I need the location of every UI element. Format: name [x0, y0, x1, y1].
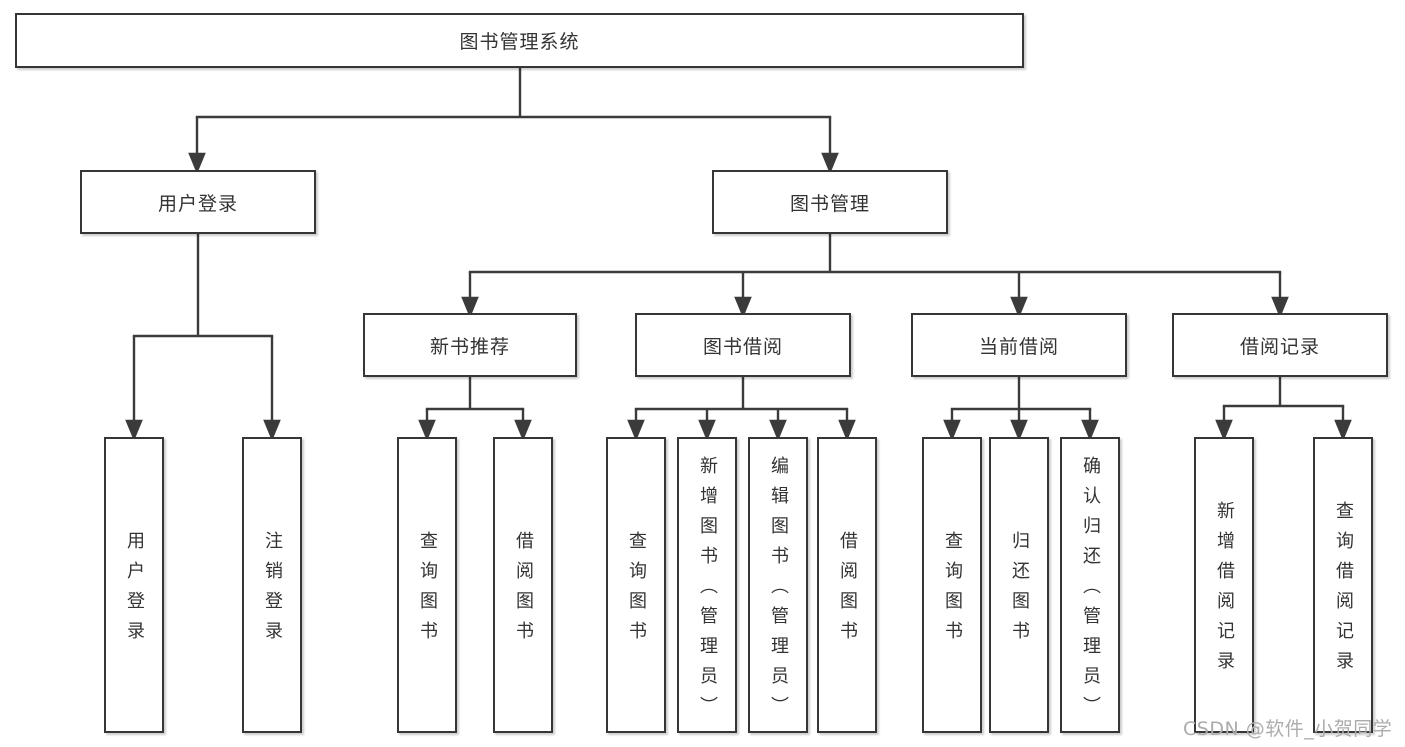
- arrow-down-icon: [734, 272, 752, 319]
- connector-book-management: [468, 232, 1282, 274]
- leaf-current-return-book: 归还图书: [989, 437, 1049, 733]
- leaf-borrow-query-book: 查询图书: [606, 437, 666, 733]
- arrow-down-icon: [1271, 272, 1289, 319]
- node-current-borrow: 当前借阅: [911, 313, 1127, 377]
- leaf-records-query-record-label: 查询借阅记录: [1333, 501, 1354, 681]
- arrow-down-icon: [1081, 409, 1099, 442]
- leaf-logout: 注销登录: [242, 437, 302, 733]
- leaf-newbook-query-book: 查询图书: [397, 437, 457, 733]
- connector-book-borrow: [634, 375, 849, 411]
- arrow-down-icon: [838, 409, 856, 442]
- connector-borrow-records: [1222, 375, 1345, 408]
- node-user-login-group: 用户登录: [80, 170, 316, 234]
- arrow-down-icon: [188, 117, 206, 175]
- leaf-borrow-borrow-book: 借阅图书: [817, 437, 877, 733]
- node-book-management: 图书管理: [712, 170, 948, 234]
- arrow-down-icon: [1010, 272, 1028, 319]
- leaf-newbook-query-book-label: 查询图书: [417, 531, 438, 651]
- leaf-borrow-add-book-admin: 新增图书（管理员）: [677, 437, 737, 733]
- arrow-down-icon: [263, 336, 281, 442]
- leaf-records-add-record: 新增借阅记录: [1194, 437, 1254, 733]
- arrow-down-icon: [1215, 406, 1233, 442]
- csdn-watermark: CSDN @软件_小贺同学: [1183, 718, 1393, 740]
- node-new-book-recommend: 新书推荐: [363, 313, 577, 377]
- node-root-label: 图书管理系统: [459, 31, 580, 53]
- connector-user-login-group: [132, 232, 274, 338]
- leaf-records-add-record-label: 新增借阅记录: [1214, 501, 1235, 681]
- node-book-borrow: 图书借阅: [635, 313, 851, 377]
- arrow-down-icon: [1334, 406, 1352, 442]
- node-book-management-label: 图书管理: [789, 192, 870, 215]
- node-current-borrow-label: 当前借阅: [978, 335, 1059, 358]
- leaf-current-confirm-return-admin: 确认归还（管理员）: [1060, 437, 1120, 733]
- arrow-down-icon: [943, 409, 961, 442]
- arrow-down-icon: [514, 409, 532, 442]
- arrow-down-icon: [769, 409, 787, 442]
- leaf-newbook-borrow-book: 借阅图书: [493, 437, 553, 733]
- leaf-borrow-add-book-admin-label: 新增图书（管理员）: [697, 456, 718, 726]
- node-book-borrow-label: 图书借阅: [702, 335, 783, 358]
- node-root: 图书管理系统: [15, 13, 1024, 68]
- node-borrow-records-label: 借阅记录: [1239, 335, 1320, 358]
- leaf-current-query-book: 查询图书: [922, 437, 982, 733]
- leaf-current-confirm-return-admin-label: 确认归还（管理员）: [1080, 456, 1101, 726]
- arrow-down-icon: [821, 117, 839, 175]
- leaf-user-login-label: 用户登录: [124, 531, 145, 651]
- node-user-login-group-label: 用户登录: [157, 192, 238, 215]
- arrow-down-icon: [627, 409, 645, 442]
- arrow-down-icon: [1010, 409, 1028, 442]
- leaf-borrow-edit-book-admin-label: 编辑图书（管理员）: [768, 456, 789, 726]
- connector-root: [195, 66, 832, 119]
- leaf-borrow-edit-book-admin: 编辑图书（管理员）: [748, 437, 808, 733]
- leaf-borrow-query-book-label: 查询图书: [626, 531, 647, 651]
- arrow-down-icon: [461, 272, 479, 319]
- leaf-logout-label: 注销登录: [262, 531, 283, 651]
- node-new-book-recommend-label: 新书推荐: [429, 335, 510, 358]
- leaf-user-login: 用户登录: [104, 437, 164, 733]
- node-borrow-records: 借阅记录: [1172, 313, 1388, 377]
- arrow-down-icon: [418, 409, 436, 442]
- leaf-current-return-book-label: 归还图书: [1009, 531, 1030, 651]
- connector-new-book-recommend: [425, 375, 525, 411]
- leaf-current-query-book-label: 查询图书: [942, 531, 963, 651]
- arrow-down-icon: [125, 336, 143, 442]
- leaf-borrow-borrow-book-label: 借阅图书: [837, 531, 858, 651]
- arrow-down-icon: [698, 409, 716, 442]
- leaf-records-query-record: 查询借阅记录: [1313, 437, 1373, 733]
- leaf-newbook-borrow-book-label: 借阅图书: [513, 531, 534, 651]
- connector-current-borrow: [950, 375, 1092, 411]
